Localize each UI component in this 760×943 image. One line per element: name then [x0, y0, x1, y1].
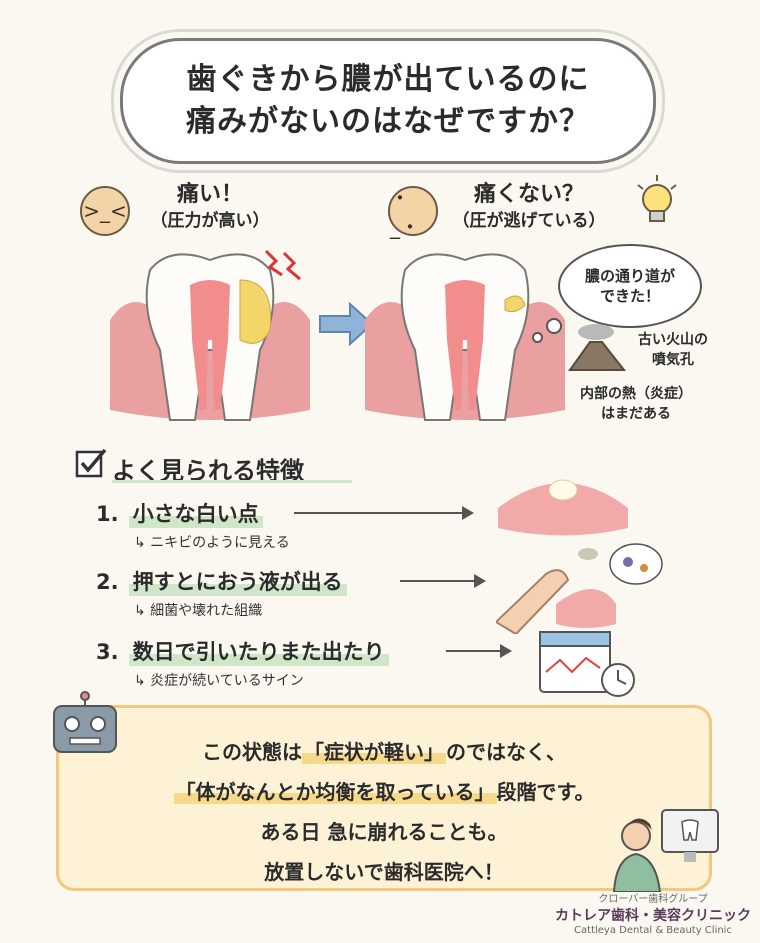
feature-1-num: 1.: [96, 502, 119, 526]
feature-3-title: 数日で引いたりまた出たり: [128, 636, 389, 666]
feature-2-sub: ↳ 細菌や壊れた組織: [134, 603, 263, 619]
thought-bubble: 膿の通り道が できた！: [558, 244, 702, 328]
callout-line-1: この状態は「症状が軽い」のではなく、: [202, 740, 566, 764]
arrow-head-icon: [474, 574, 486, 588]
clinic-logo: クローバー歯科グループ カトレア歯科・美容クリニック Cattleya Dent…: [548, 890, 758, 936]
light-bulb-icon: [637, 175, 677, 222]
calendar-clock-icon: [539, 631, 635, 697]
conclusion-callout: この状態は「症状が軽い」のではなく、 「体がなんとか均衡を取っている」段階です。…: [56, 705, 712, 891]
left-label-big: 痛い！: [176, 182, 243, 207]
volcano-icon: [568, 324, 627, 371]
feature-2-num: 2.: [96, 570, 119, 594]
feature-3-arrow: [446, 650, 506, 652]
bubble-dot: [546, 318, 562, 334]
feature-item-1: 1. 小さな白い点: [96, 498, 263, 528]
person-at-computer-illustration: [612, 809, 719, 892]
volcano-note-line-1: 古い火山の: [638, 332, 708, 348]
highlight-mild-symptom: 「症状が軽い」: [302, 740, 446, 764]
feature-item-3: 3. 数日で引いたりまた出たり: [96, 636, 389, 666]
title-line-2: 痛みがないのはなぜですか？: [186, 104, 590, 139]
feature-1-arrow: [294, 512, 470, 514]
highlight-balance: 「体がなんとか均衡を取っている」: [173, 780, 497, 804]
volcano-note: 古い火山の 噴気孔: [628, 330, 718, 370]
pressing-finger-illustration: [496, 543, 663, 634]
feature-1-sub: ↳ ニキビのように見える: [134, 535, 290, 551]
bubble-line-2: できた！: [599, 287, 660, 305]
callout-line-3: ある日 急に崩れることも。: [260, 820, 508, 844]
feature-1-title: 小さな白い点: [128, 498, 263, 528]
title-line-1: 歯ぐきから膿が出ているのに: [186, 62, 590, 97]
callout-line-2: 「体がなんとか均衡を取っている」段階です。: [173, 780, 595, 804]
arrow-head-icon: [500, 644, 512, 658]
painful-tooth-illustration: [110, 253, 310, 421]
left-panel-label: 痛い！ （圧力が高い）: [140, 182, 280, 234]
clinic-group-name: クローバー歯科グループ: [598, 894, 708, 905]
lightning-pain-icon: [264, 249, 301, 281]
white-spot-gum-illustration: [498, 479, 628, 536]
feature-3-num: 3.: [96, 640, 119, 664]
callout-line-4: 放置しないで歯科医院へ！: [264, 860, 504, 884]
inflammation-note-line-2: はまだある: [601, 406, 671, 422]
no-pain-tooth-illustration: [365, 253, 565, 421]
right-label-big: 痛くない？: [473, 182, 584, 207]
arrow-head-icon: [462, 506, 474, 520]
inflammation-note-line-1: 内部の熱（炎症）: [580, 386, 692, 402]
feature-item-2: 2. 押すとにおう液が出る: [96, 566, 347, 596]
neutral-face-icon: ・_・: [388, 186, 438, 239]
robot-icon: [53, 691, 117, 753]
right-label-small: （圧が逃げている）: [452, 211, 606, 231]
feature-2-title: 押すとにおう液が出る: [128, 566, 347, 596]
clinic-name-en: Cattleya Dental & Beauty Clinic: [574, 925, 732, 936]
bubble-dot-small: [532, 332, 543, 343]
feature-3-sub: ↳ 炎症が続いているサイン: [134, 673, 304, 689]
bubble-line-1: 膿の通り道が: [584, 267, 675, 285]
heading-underline: [112, 480, 352, 483]
inflammation-note: 内部の熱（炎症） はまだある: [566, 384, 706, 424]
volcano-note-line-2: 噴気孔: [652, 352, 694, 368]
right-arrow-icon: [319, 302, 374, 346]
pained-face-icon: >_<: [80, 186, 130, 236]
left-label-small: （圧力が高い）: [150, 211, 270, 231]
right-panel-label: 痛くない？ （圧が逃げている）: [444, 182, 614, 234]
checkbox-icon: [75, 448, 107, 478]
clinic-name: カトレア歯科・美容クリニック: [555, 908, 751, 924]
title-cloud: 歯ぐきから膿が出ているのに 痛みがないのはなぜですか？: [120, 38, 656, 164]
feature-2-arrow: [400, 580, 480, 582]
